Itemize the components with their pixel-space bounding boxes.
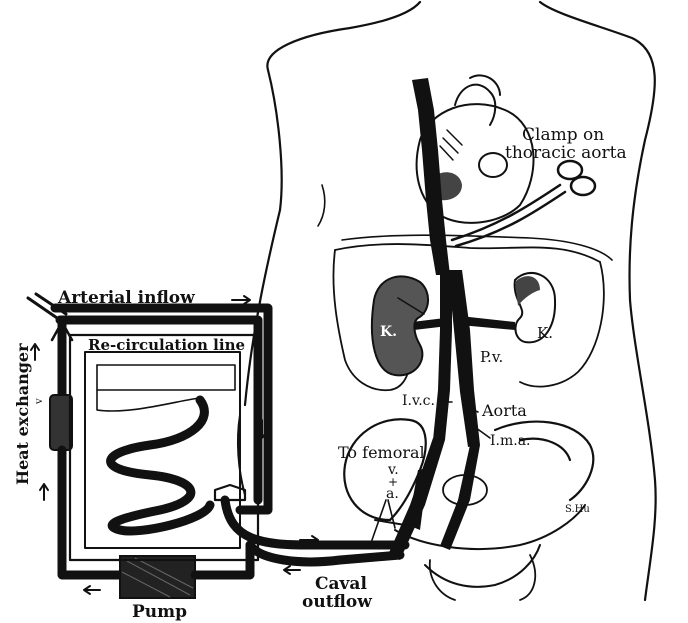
clamp-label-line1: Clamp on: [522, 125, 604, 145]
caval-outflow-label-line2: outflow: [302, 592, 372, 612]
portal-vein-label: P.v.: [480, 348, 503, 366]
arterial-inflow-mark: v: [110, 298, 117, 309]
right-kidney-label: K.: [537, 324, 553, 342]
arterial-inflow-label: Arterial inflow: [57, 288, 195, 308]
left-kidney-label: K.: [380, 324, 397, 340]
pump: [120, 545, 250, 598]
aortic-clamp: [452, 161, 595, 246]
femoral-a-label: a.: [386, 486, 399, 502]
ima-label: I.m.a.: [490, 433, 531, 449]
clamp-label-line2: thoracic aorta: [505, 143, 627, 163]
pump-label: Pump: [132, 602, 187, 622]
signature: S.Hu: [565, 504, 590, 515]
to-femoral-label: To femoral: [338, 443, 425, 462]
recirculation-label: Re-circulation line: [88, 336, 245, 354]
heat-exchanger-label: Heat exchanger: [13, 343, 32, 485]
aorta-label: Aorta: [481, 401, 527, 420]
serpentine-tubing: [111, 400, 210, 531]
caval-outflow-label-line1: Caval: [315, 574, 367, 594]
recirculation-line: [215, 485, 405, 545]
ivc-label: I.v.c.: [402, 393, 435, 409]
heat-exchanger-mark: v: [34, 398, 45, 405]
